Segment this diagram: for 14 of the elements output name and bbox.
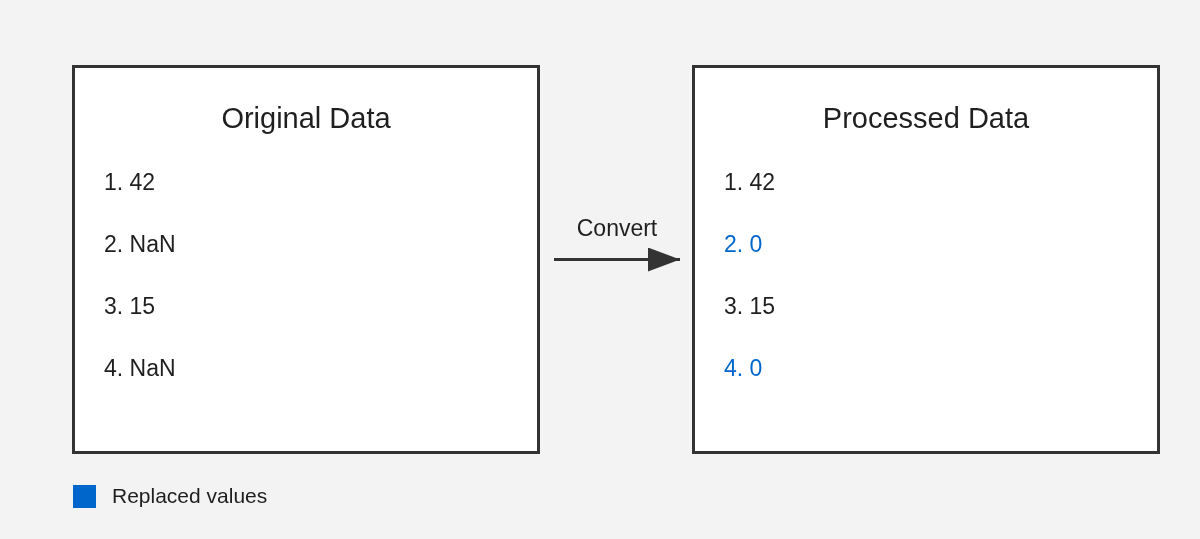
list-item: 2. NaN [104, 230, 176, 258]
list-item: 4. NaN [104, 354, 176, 382]
panel-heading: Processed Data [822, 101, 1030, 135]
list-item: 3. 15 [724, 292, 776, 320]
list-item: 1. 42 [104, 168, 156, 196]
list-item: 1. 42 [724, 168, 776, 196]
panel-heading: Original Data [221, 101, 391, 135]
list-item: 4. 0 [724, 354, 763, 382]
list-item: 3. 15 [104, 292, 156, 320]
list-item: 2. 0 [724, 230, 763, 258]
data-panel [72, 65, 540, 454]
arrow [554, 247, 680, 272]
data-panel [692, 65, 1160, 454]
legend-label: Replaced values [112, 483, 268, 509]
